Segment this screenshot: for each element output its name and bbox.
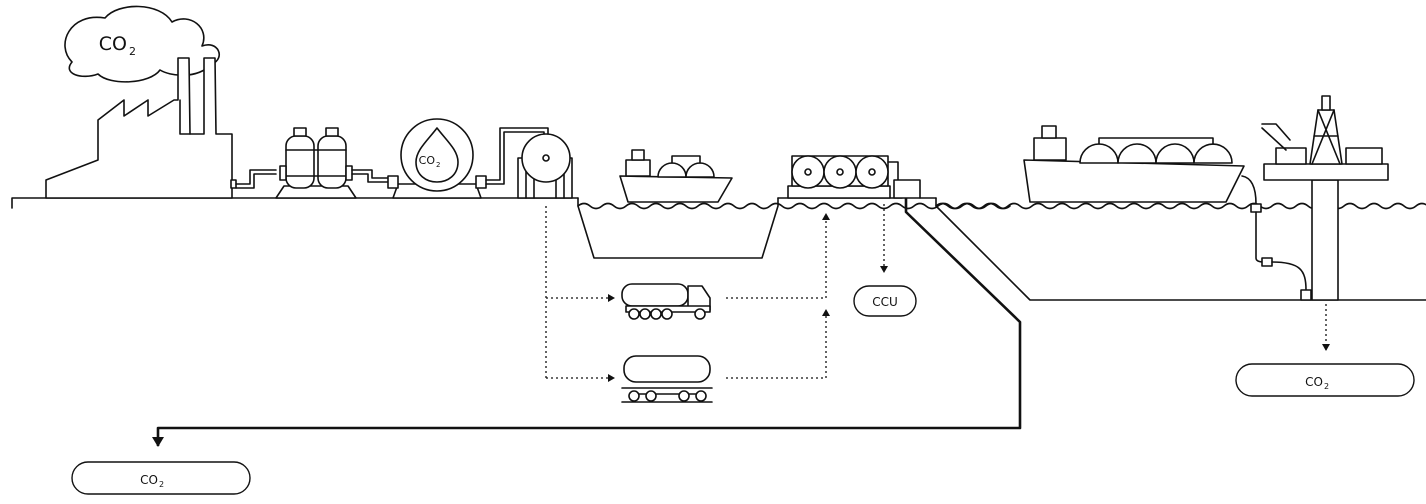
port-terminal-storage-icon [787, 155, 921, 199]
large-carrier-ship-icon [1023, 125, 1245, 203]
offshore-co2-label: CO [1305, 375, 1323, 389]
onshore-co2-label: CO [140, 473, 158, 487]
liquefaction-tank-icon: CO 2 [387, 118, 487, 199]
truck-rail-transport-flows [545, 204, 1330, 382]
ccu-label-box: CCU [853, 285, 917, 317]
harbour-basin [577, 197, 1011, 259]
onshore-storage-label-box: CO 2 [71, 461, 251, 495]
coastline-and-seabed [152, 197, 1426, 447]
small-carrier-ship-icon [619, 149, 733, 203]
rail-tank-car-icon [621, 355, 713, 403]
tank-co2-label: CO [419, 154, 436, 167]
onshore-co2-subscript: 2 [159, 480, 164, 489]
emission-cloud: CO 2 [64, 5, 220, 83]
offloading-riser [1241, 175, 1312, 301]
offshore-co2-subscript: 2 [1324, 382, 1329, 391]
buffer-storage-icon [517, 133, 573, 199]
ccu-label: CCU [872, 295, 898, 309]
cloud-co2-label: CO [99, 33, 127, 55]
tank-co2-subscript: 2 [436, 161, 440, 169]
cloud-co2-subscript: 2 [129, 45, 136, 58]
offshore-platform-icon [1261, 95, 1389, 301]
tanker-truck-icon [621, 283, 711, 320]
pipe-compressor-to-liquefaction [351, 169, 393, 183]
factory-icon [45, 57, 237, 199]
pipe-factory-to-compressor [235, 169, 277, 189]
twin-tank-compressor-icon [275, 127, 357, 199]
offshore-storage-label-box: CO 2 [1235, 363, 1415, 397]
